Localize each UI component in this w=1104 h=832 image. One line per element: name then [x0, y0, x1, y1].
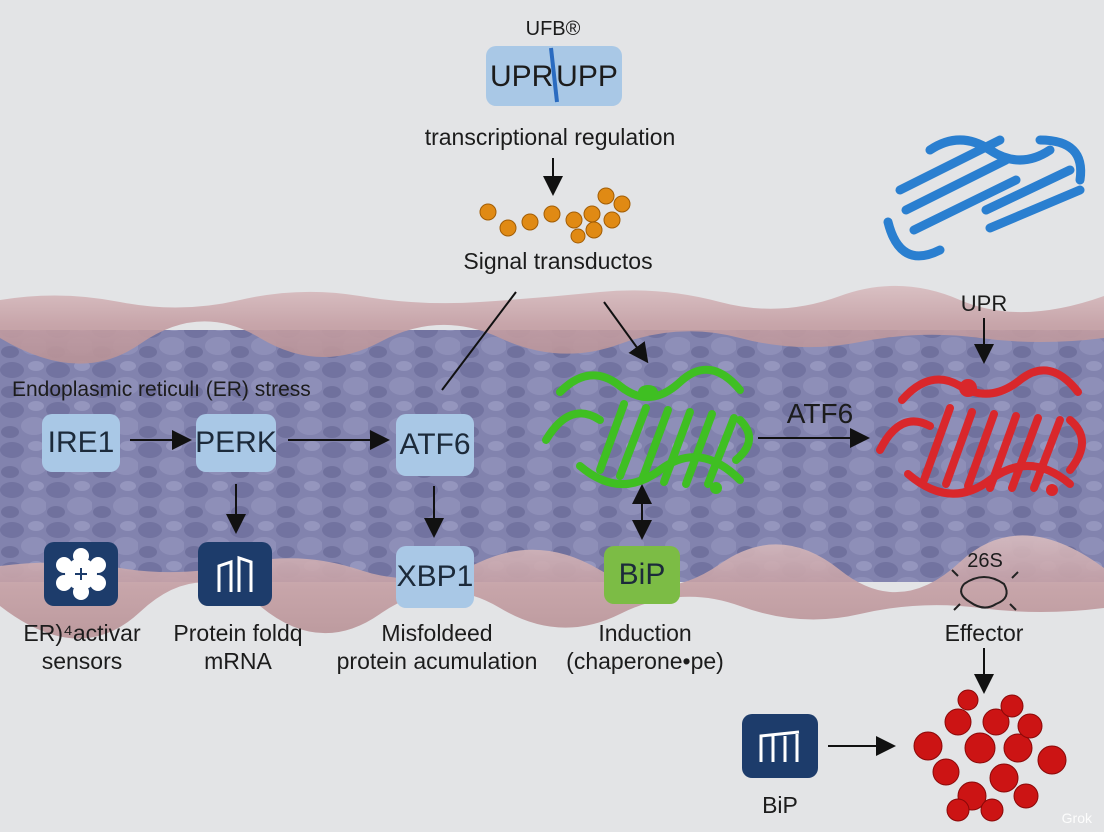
ire1-box: IRE1	[42, 414, 120, 472]
watermark-text: Grok	[1061, 810, 1092, 826]
upr-label: UPR	[490, 60, 554, 93]
er-lumen	[0, 330, 1104, 582]
induction-caption-line1: Induction	[598, 620, 692, 646]
xbp1-box: XBP1	[396, 546, 474, 608]
atf6-label: ATF6	[399, 428, 471, 461]
protein-folding-icon-box	[198, 542, 272, 606]
xbp1-label: XBP1	[396, 560, 474, 593]
induction-caption-line2: (chaperone•pe)	[566, 648, 724, 674]
upr-node-label: UPR	[960, 291, 1008, 316]
atf6-arrow-label: ATF6	[786, 398, 854, 429]
green-protein-structure	[542, 365, 753, 488]
perk-label: PERK	[195, 426, 277, 459]
sensor-caption-line1: ER)⁴activar	[23, 620, 141, 646]
arrow-signal-protein	[603, 301, 649, 364]
red-sphere-cluster	[913, 689, 1067, 822]
misfold-caption-line2: protein acumulation	[336, 648, 538, 674]
bip-box: BiP	[604, 546, 680, 604]
signal-label: Signal transductos	[463, 248, 653, 274]
orange-peptide-chain	[479, 187, 631, 244]
bip-icon-box	[742, 714, 818, 778]
transcription-label: transcriptional regulation	[424, 124, 676, 150]
ufb-label: UFB®	[525, 18, 581, 40]
lower-membrane	[0, 535, 1104, 639]
ire1-label: IRE1	[47, 426, 115, 459]
sensor-icon-box	[44, 542, 118, 606]
proteasome-26s-icon	[951, 569, 1019, 611]
bars-icon	[759, 730, 800, 762]
protein-caption-line1: Protein foldq	[173, 620, 303, 646]
bip-label: BiP	[618, 558, 666, 591]
er-stress-label: Endoplasmic reticulı (ER) stress	[12, 378, 311, 401]
atf6-box: ATF6	[396, 414, 474, 476]
protein-caption-line2: mRNA	[204, 648, 272, 674]
sensor-caption-line2: sensors	[41, 648, 123, 674]
misfold-caption-line1: Misfoldeed	[381, 620, 493, 646]
upper-membrane	[0, 285, 1104, 364]
bip-bottom-caption: BiP	[762, 792, 798, 818]
line-signal-atf6	[441, 291, 517, 391]
blue-protein-structure	[883, 135, 1086, 261]
s26-label: 26S	[967, 550, 1003, 572]
perk-box: PERK	[195, 414, 277, 472]
molecule-cluster-icon	[56, 548, 106, 600]
folding-bars-icon	[217, 555, 253, 592]
effector-caption: Effector	[944, 620, 1024, 646]
upp-label: UPP	[556, 60, 618, 93]
red-protein-structure	[876, 366, 1086, 498]
